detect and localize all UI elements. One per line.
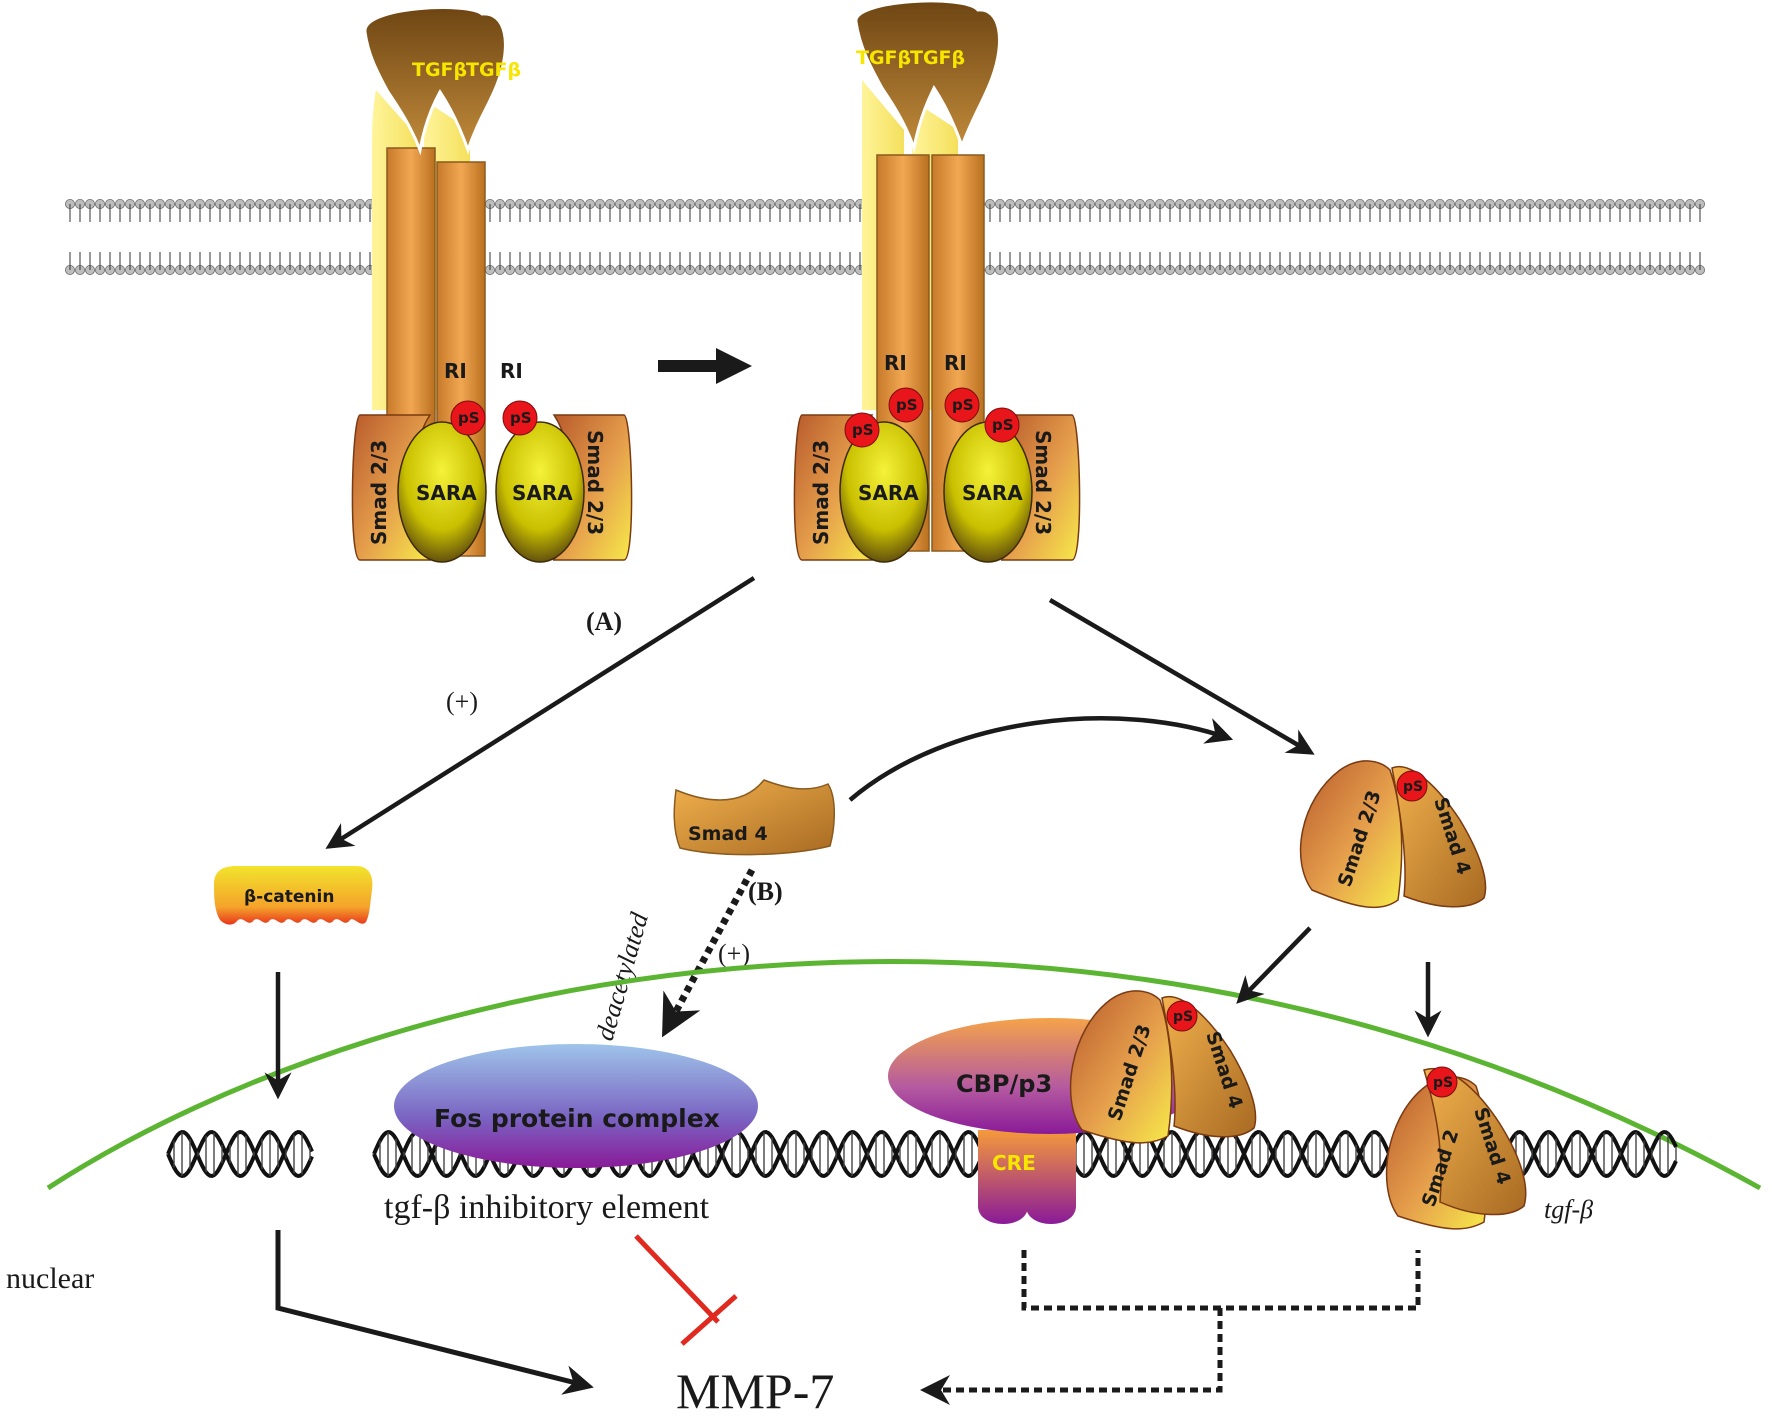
path-a-label: (A)	[586, 607, 622, 636]
arrow-bracket-to-mmp7	[920, 1308, 1223, 1405]
plus-a-label: (+)	[446, 687, 478, 716]
svg-text:Smad 2/3: Smad 2/3	[367, 440, 391, 545]
sara-left-b	[495, 421, 585, 563]
svg-text:Smad 2/3: Smad 2/3	[583, 430, 607, 535]
beta-catenin-label: β-catenin	[244, 887, 334, 907]
tgf-beta-ligand	[363, 6, 507, 156]
cre-element: CRE	[978, 1130, 1076, 1224]
ri-label-1: RI	[444, 359, 467, 383]
svg-text:SARA: SARA	[858, 481, 919, 505]
inhibition-line	[634, 1234, 720, 1324]
svg-text:pS: pS	[852, 421, 874, 439]
ligand-label-3: TGFβ	[856, 47, 911, 69]
beta-catenin: β-catenin	[214, 866, 373, 925]
fos-label: Fos protein complex	[434, 1104, 720, 1133]
svg-text:SARA: SARA	[962, 481, 1023, 505]
svg-text:SARA: SARA	[416, 481, 477, 505]
nuclear-membrane	[46, 959, 1762, 1191]
arrow-complex-to-cbp	[1236, 926, 1312, 1004]
svg-text:pS: pS	[952, 396, 974, 414]
svg-text:Smad 2/3: Smad 2/3	[1031, 430, 1055, 535]
svg-text:SARA: SARA	[512, 481, 573, 505]
arrow-to-smad-complex	[1048, 598, 1315, 755]
svg-text:pS: pS	[1433, 1075, 1453, 1091]
tgf-beta-gene-label: tgf-β	[1544, 1195, 1593, 1224]
arrow-to-beta-catenin	[325, 576, 756, 849]
svg-text:pS: pS	[896, 396, 918, 414]
nuclear-label: nuclear	[6, 1262, 94, 1295]
cbp-label: CBP/p3	[956, 1070, 1052, 1098]
svg-text:Smad 2/3: Smad 2/3	[809, 440, 833, 545]
bracket-cre-smad	[1021, 1250, 1421, 1311]
mmp7-label: MMP-7	[676, 1363, 834, 1419]
dna-backbone	[166, 1129, 314, 1179]
ri-label-2: RI	[500, 359, 523, 383]
svg-text:pS: pS	[1403, 779, 1423, 795]
sara-left-a	[397, 421, 487, 563]
smad4-free: Smad 4	[673, 779, 836, 856]
arrow-smad4-to-fos	[662, 868, 756, 1038]
svg-text:pS: pS	[992, 416, 1014, 434]
phospho-site-1	[450, 400, 486, 436]
plus-b-label: (+)	[718, 939, 750, 968]
phospho-labels: pS pS pS pS pS pS	[458, 396, 1014, 439]
smad-complex-cbp: pS Smad 2/3 Smad 4	[1069, 990, 1257, 1144]
smad-sara-left	[351, 400, 633, 563]
cre-label: CRE	[992, 1151, 1036, 1175]
ligand-labels: TGFβ TGFβ TGFβ TGFβ	[412, 47, 965, 81]
path-b-label: (B)	[748, 877, 783, 906]
sara-labels: SARA SARA SARA SARA	[416, 481, 1023, 505]
phospho-site-2	[502, 400, 538, 436]
receptor-complex-active	[854, 0, 1001, 552]
inhibition-bar	[680, 1294, 738, 1346]
svg-text:pS: pS	[510, 409, 532, 427]
ligand-label-4: TGFβ	[910, 47, 965, 69]
tgf-beta-ligand-active	[854, 0, 1001, 154]
ri-label-3: RI	[884, 351, 907, 375]
ligand-label-2: TGFβ	[466, 59, 521, 81]
arrow-catenin-to-mmp7	[275, 1230, 594, 1395]
arrow-smad4-to-complex	[848, 716, 1234, 802]
smad-complex-cytoplasm: pS Smad 2/3 Smad 4	[1299, 760, 1487, 909]
fos-protein-complex: Fos protein complex	[394, 1044, 758, 1168]
smad-sara-right	[793, 387, 1081, 563]
smad-complex-dna: pS Smad 2 Smad 4	[1385, 1066, 1527, 1230]
dna-backbone	[166, 1129, 314, 1179]
ri-label-4: RI	[944, 351, 967, 375]
svg-text:pS: pS	[1173, 1009, 1193, 1025]
ligand-label-1: TGFβ	[412, 59, 467, 81]
activation-arrow-head	[716, 348, 752, 384]
deacetylated-label: deacetylated	[590, 908, 654, 1043]
svg-text:pS: pS	[458, 409, 480, 427]
inhibitory-element-label: tgf-β inhibitory element	[384, 1189, 710, 1226]
smad23-receptor-labels: Smad 2/3 Smad 2/3 Smad 2/3 Smad 2/3	[367, 430, 1055, 545]
receptor-labels: RI RI RI RI	[444, 351, 967, 383]
smad4-label: Smad 4	[688, 823, 768, 845]
